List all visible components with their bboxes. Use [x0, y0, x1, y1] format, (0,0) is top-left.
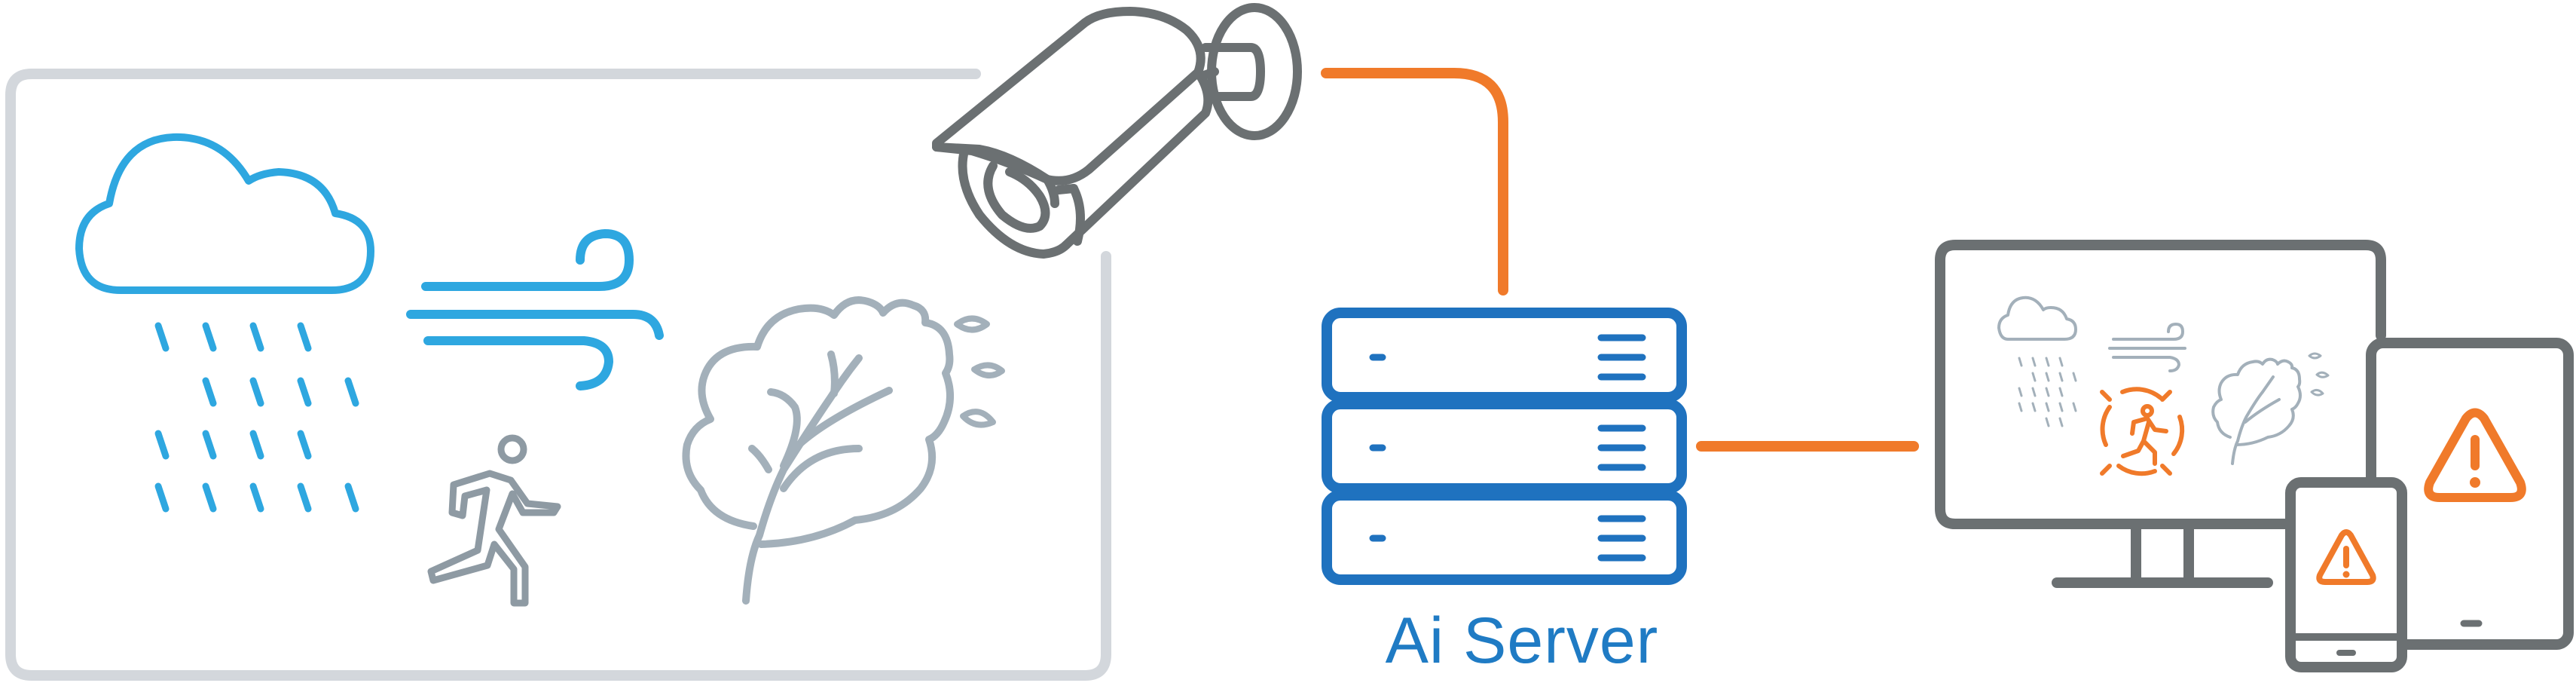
- mini-wind-icon: [2108, 323, 2186, 372]
- leaves-icon: [954, 315, 1005, 428]
- mini-tree-icon: [2211, 357, 2302, 465]
- server-label: Ai Server: [1385, 605, 1659, 677]
- tablet-warning-icon: [2424, 408, 2526, 502]
- monitor-icon: [1935, 240, 2386, 588]
- phone-warning-icon: [2316, 529, 2376, 585]
- mini-leaves-icon: [2308, 352, 2330, 397]
- mini-rain-cloud-icon: [1997, 296, 2077, 427]
- running-person-icon: [427, 434, 561, 607]
- server-unit-2: [1322, 399, 1687, 494]
- wind-icon: [406, 229, 664, 390]
- camera-to-server-link: [1321, 68, 1508, 296]
- monitor-scene-preview: [1997, 296, 2330, 476]
- scene-frame: [5, 69, 1111, 681]
- server-unit-1: [1322, 308, 1687, 403]
- person-detected-icon: [2100, 387, 2185, 476]
- security-camera-icon: [932, 3, 1302, 259]
- rain-cloud-icon: [75, 133, 374, 513]
- server-rack-icon: [1322, 308, 1687, 585]
- tree-icon: [682, 296, 955, 605]
- server-unit-3: [1322, 490, 1687, 585]
